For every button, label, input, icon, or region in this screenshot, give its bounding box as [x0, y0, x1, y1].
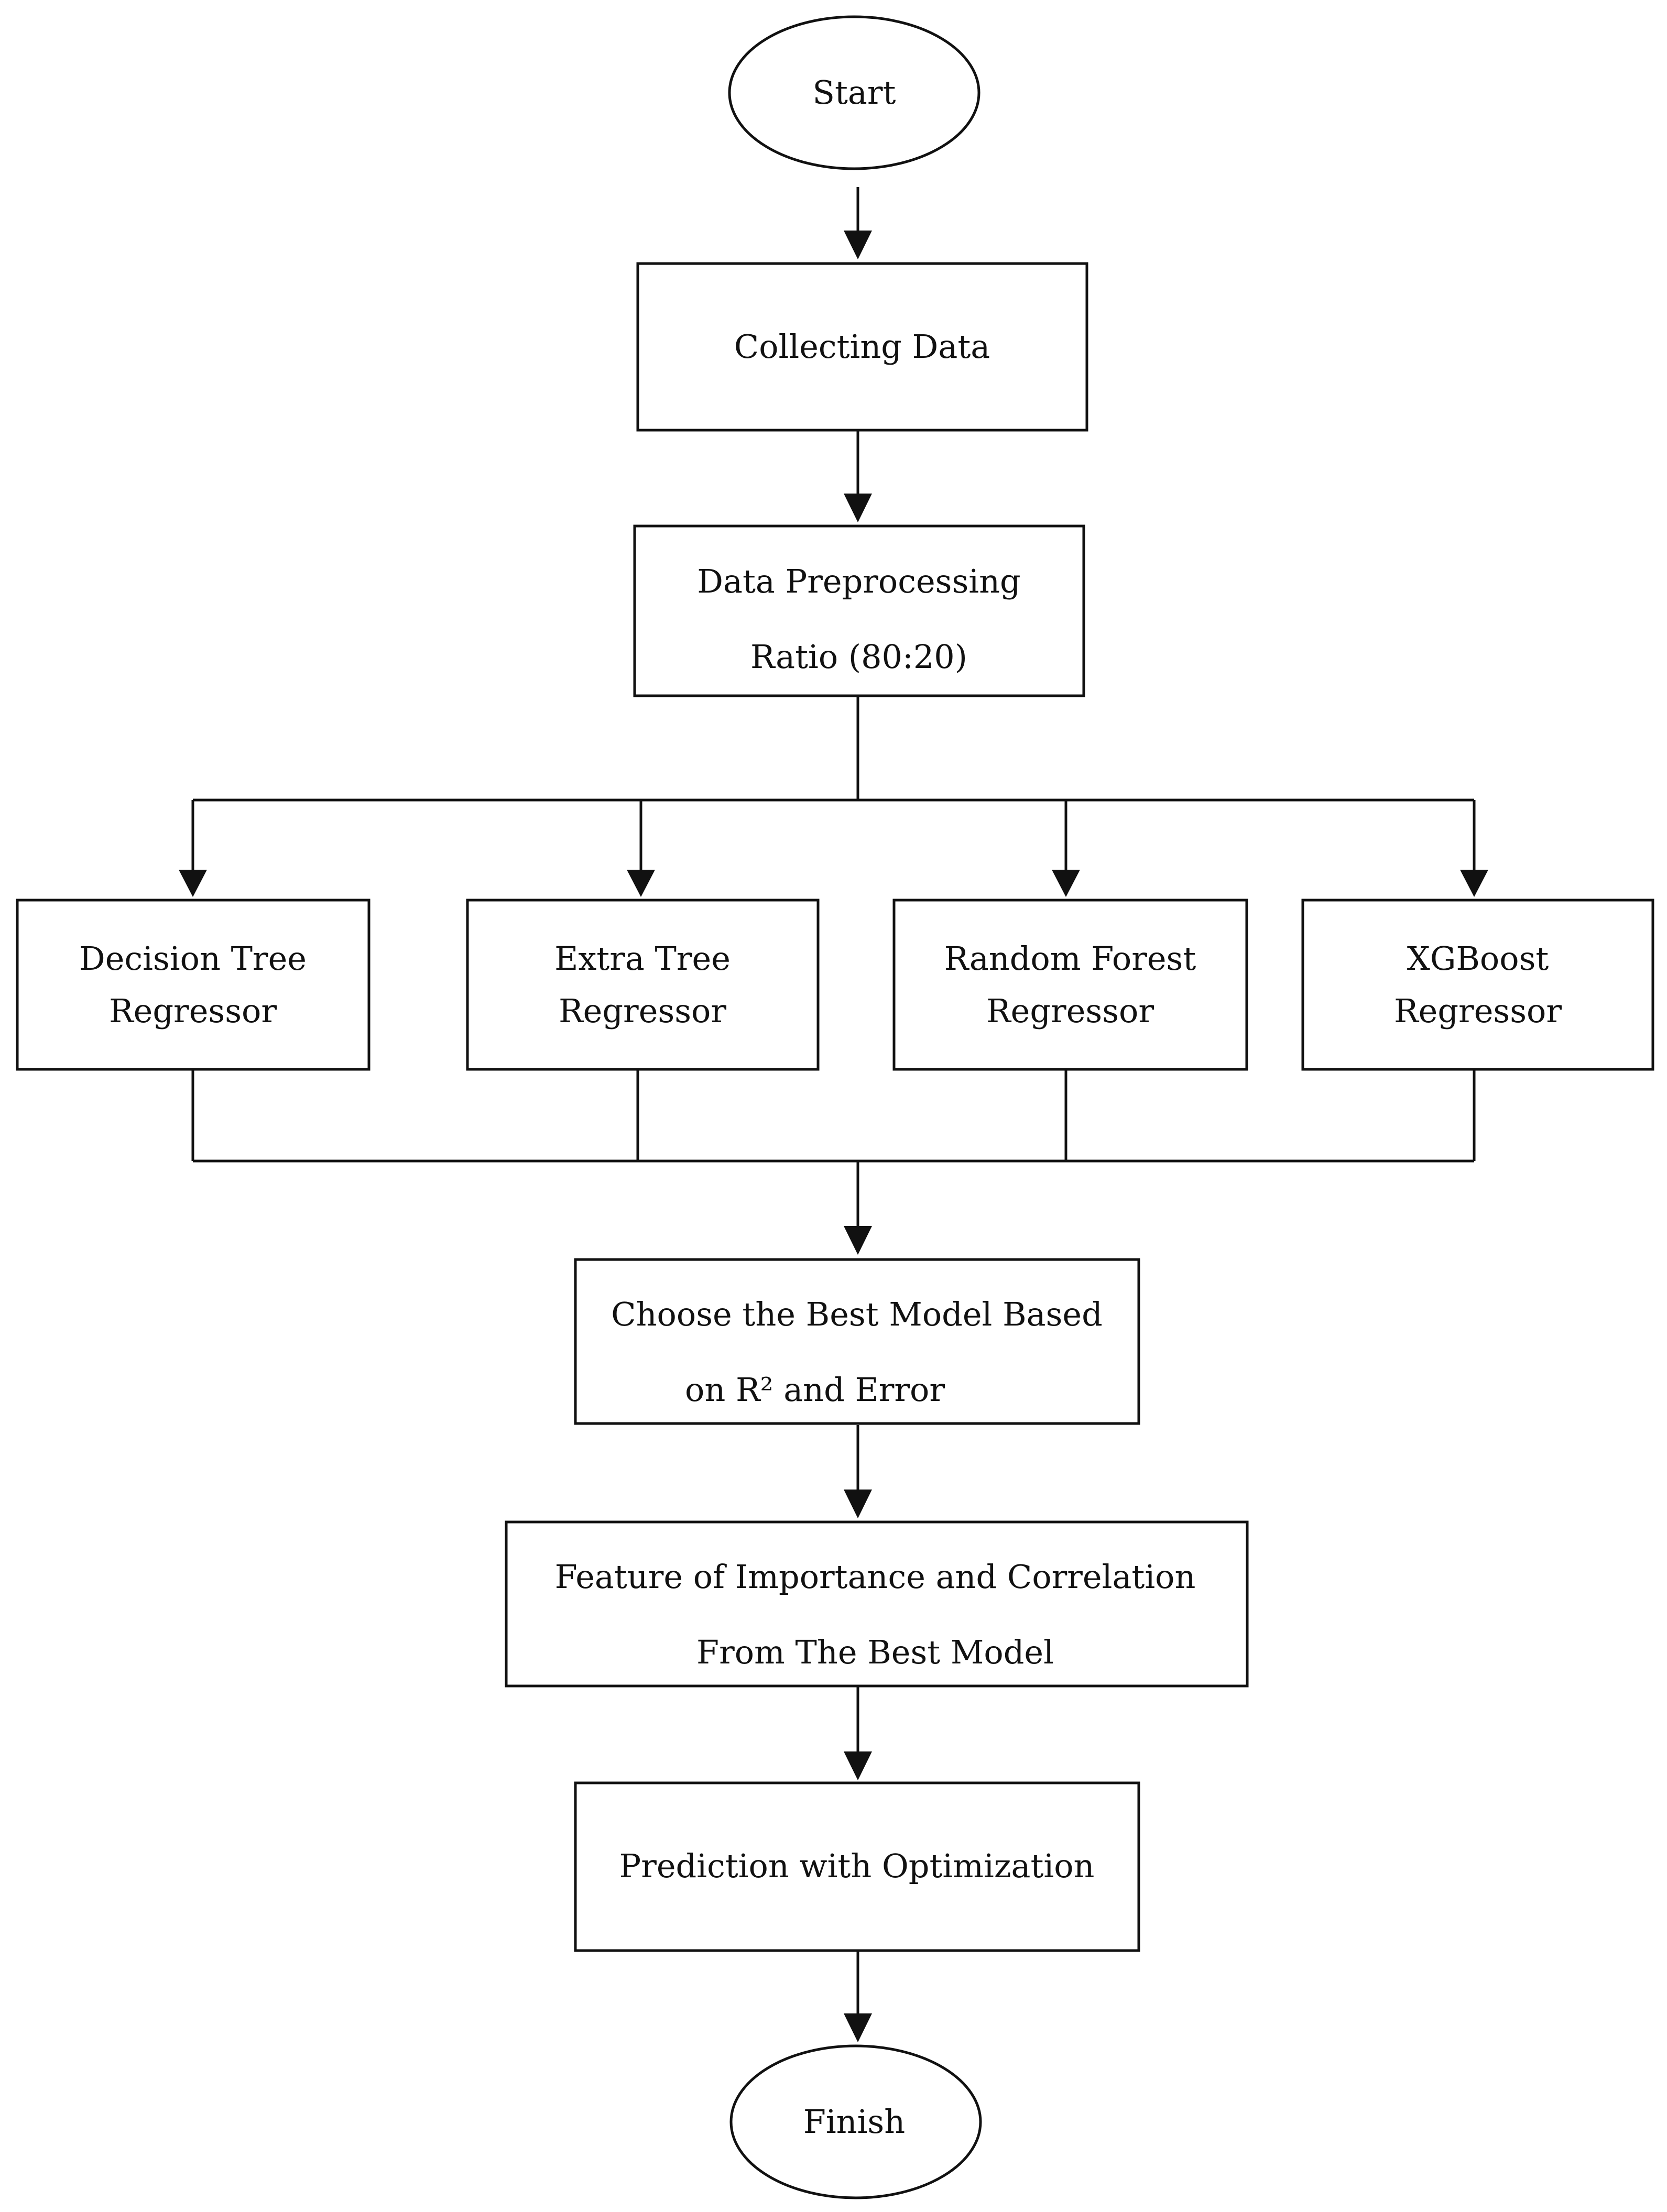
xgboost-node: XGBoost Regressor	[1301, 899, 1654, 1071]
preprocessing-label-line2: Ratio (80:20)	[750, 638, 967, 676]
collecting-data-label: Collecting Data	[734, 327, 990, 366]
collecting-data-node: Collecting Data	[636, 262, 1088, 432]
arrowhead	[844, 231, 872, 259]
arrowhead	[844, 494, 872, 522]
finish-node: Finish	[729, 2044, 982, 2199]
start-label: Start	[813, 73, 896, 112]
extra-tree-label-line1: Extra Tree	[554, 939, 731, 978]
choose-best-model-label-line2: on R² and Error	[685, 1371, 945, 1409]
decision-tree-node: Decision Tree Regressor	[16, 899, 371, 1071]
decision-tree-label-line1: Decision Tree	[79, 939, 307, 978]
random-forest-label-line1: Random Forest	[944, 939, 1196, 978]
choose-best-model-node: Choose the Best Model Based on R² and Er…	[574, 1258, 1140, 1425]
xgboost-label-line2: Regressor	[1394, 992, 1562, 1030]
finish-label: Finish	[803, 2103, 905, 2141]
extra-tree-label-line2: Regressor	[559, 992, 726, 1030]
random-forest-label-line2: Regressor	[986, 992, 1154, 1030]
prediction-label: Prediction with Optimization	[619, 1847, 1095, 1885]
choose-best-model-label-line1: Choose the Best Model Based	[611, 1295, 1103, 1333]
preprocessing-label-line1: Data Preprocessing	[697, 562, 1020, 600]
arrowhead	[844, 1751, 872, 1780]
arrowhead	[1460, 870, 1488, 897]
xgboost-label-line1: XGBoost	[1407, 939, 1549, 978]
extra-tree-node: Extra Tree Regressor	[466, 899, 820, 1071]
prediction-node: Prediction with Optimization	[574, 1781, 1140, 1952]
arrowhead	[1052, 870, 1080, 897]
start-node: Start	[728, 15, 980, 170]
feature-importance-label-line2: From The Best Model	[696, 1633, 1054, 1671]
decision-tree-label-line2: Regressor	[109, 992, 277, 1030]
random-forest-node: Random Forest Regressor	[892, 899, 1248, 1071]
arrowhead	[844, 1226, 872, 1255]
arrowhead	[179, 870, 207, 897]
arrowhead	[844, 2013, 872, 2042]
feature-importance-label-line1: Feature of Importance and Correlation	[555, 1558, 1196, 1596]
arrowhead	[627, 870, 655, 897]
arrowhead	[844, 1490, 872, 1518]
connectors	[179, 187, 1488, 2042]
feature-importance-node: Feature of Importance and Correlation Fr…	[505, 1520, 1249, 1688]
preprocessing-node: Data Preprocessing Ratio (80:20)	[633, 524, 1085, 697]
